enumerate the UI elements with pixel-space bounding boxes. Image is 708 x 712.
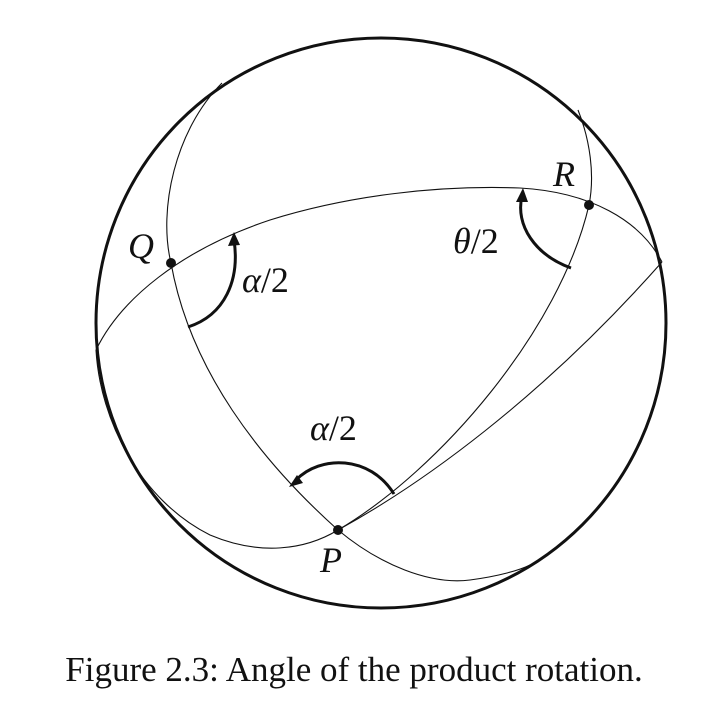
angle-label-r: θ/2	[453, 221, 499, 261]
angle-label-p: α/2	[310, 408, 357, 448]
angle-arc-q	[187, 239, 237, 329]
sphere-outline	[94, 36, 668, 610]
arrowhead-q	[228, 232, 240, 246]
figure-caption: Figure 2.3: Angle of the product rotatio…	[65, 650, 643, 689]
angle-label-q: α/2	[242, 260, 289, 300]
point-r-label: R	[552, 154, 575, 194]
point-p-dot	[333, 525, 343, 535]
sphere-diagram: Q R P α/2 θ/2 α/2	[94, 36, 668, 610]
point-p-label: P	[319, 540, 342, 580]
arrowhead-r	[516, 188, 528, 202]
great-circle-qp	[166, 82, 531, 582]
great-circle-rp	[337, 109, 593, 531]
great-circle-qr	[95, 186, 663, 351]
angle-arc-p	[294, 461, 396, 495]
angle-arc-r	[519, 195, 572, 270]
point-q-label: Q	[128, 226, 154, 266]
arrowhead-p	[289, 475, 303, 487]
point-r-dot	[584, 200, 594, 210]
great-circle-back-arc	[95, 261, 663, 549]
point-q-dot	[166, 258, 176, 268]
